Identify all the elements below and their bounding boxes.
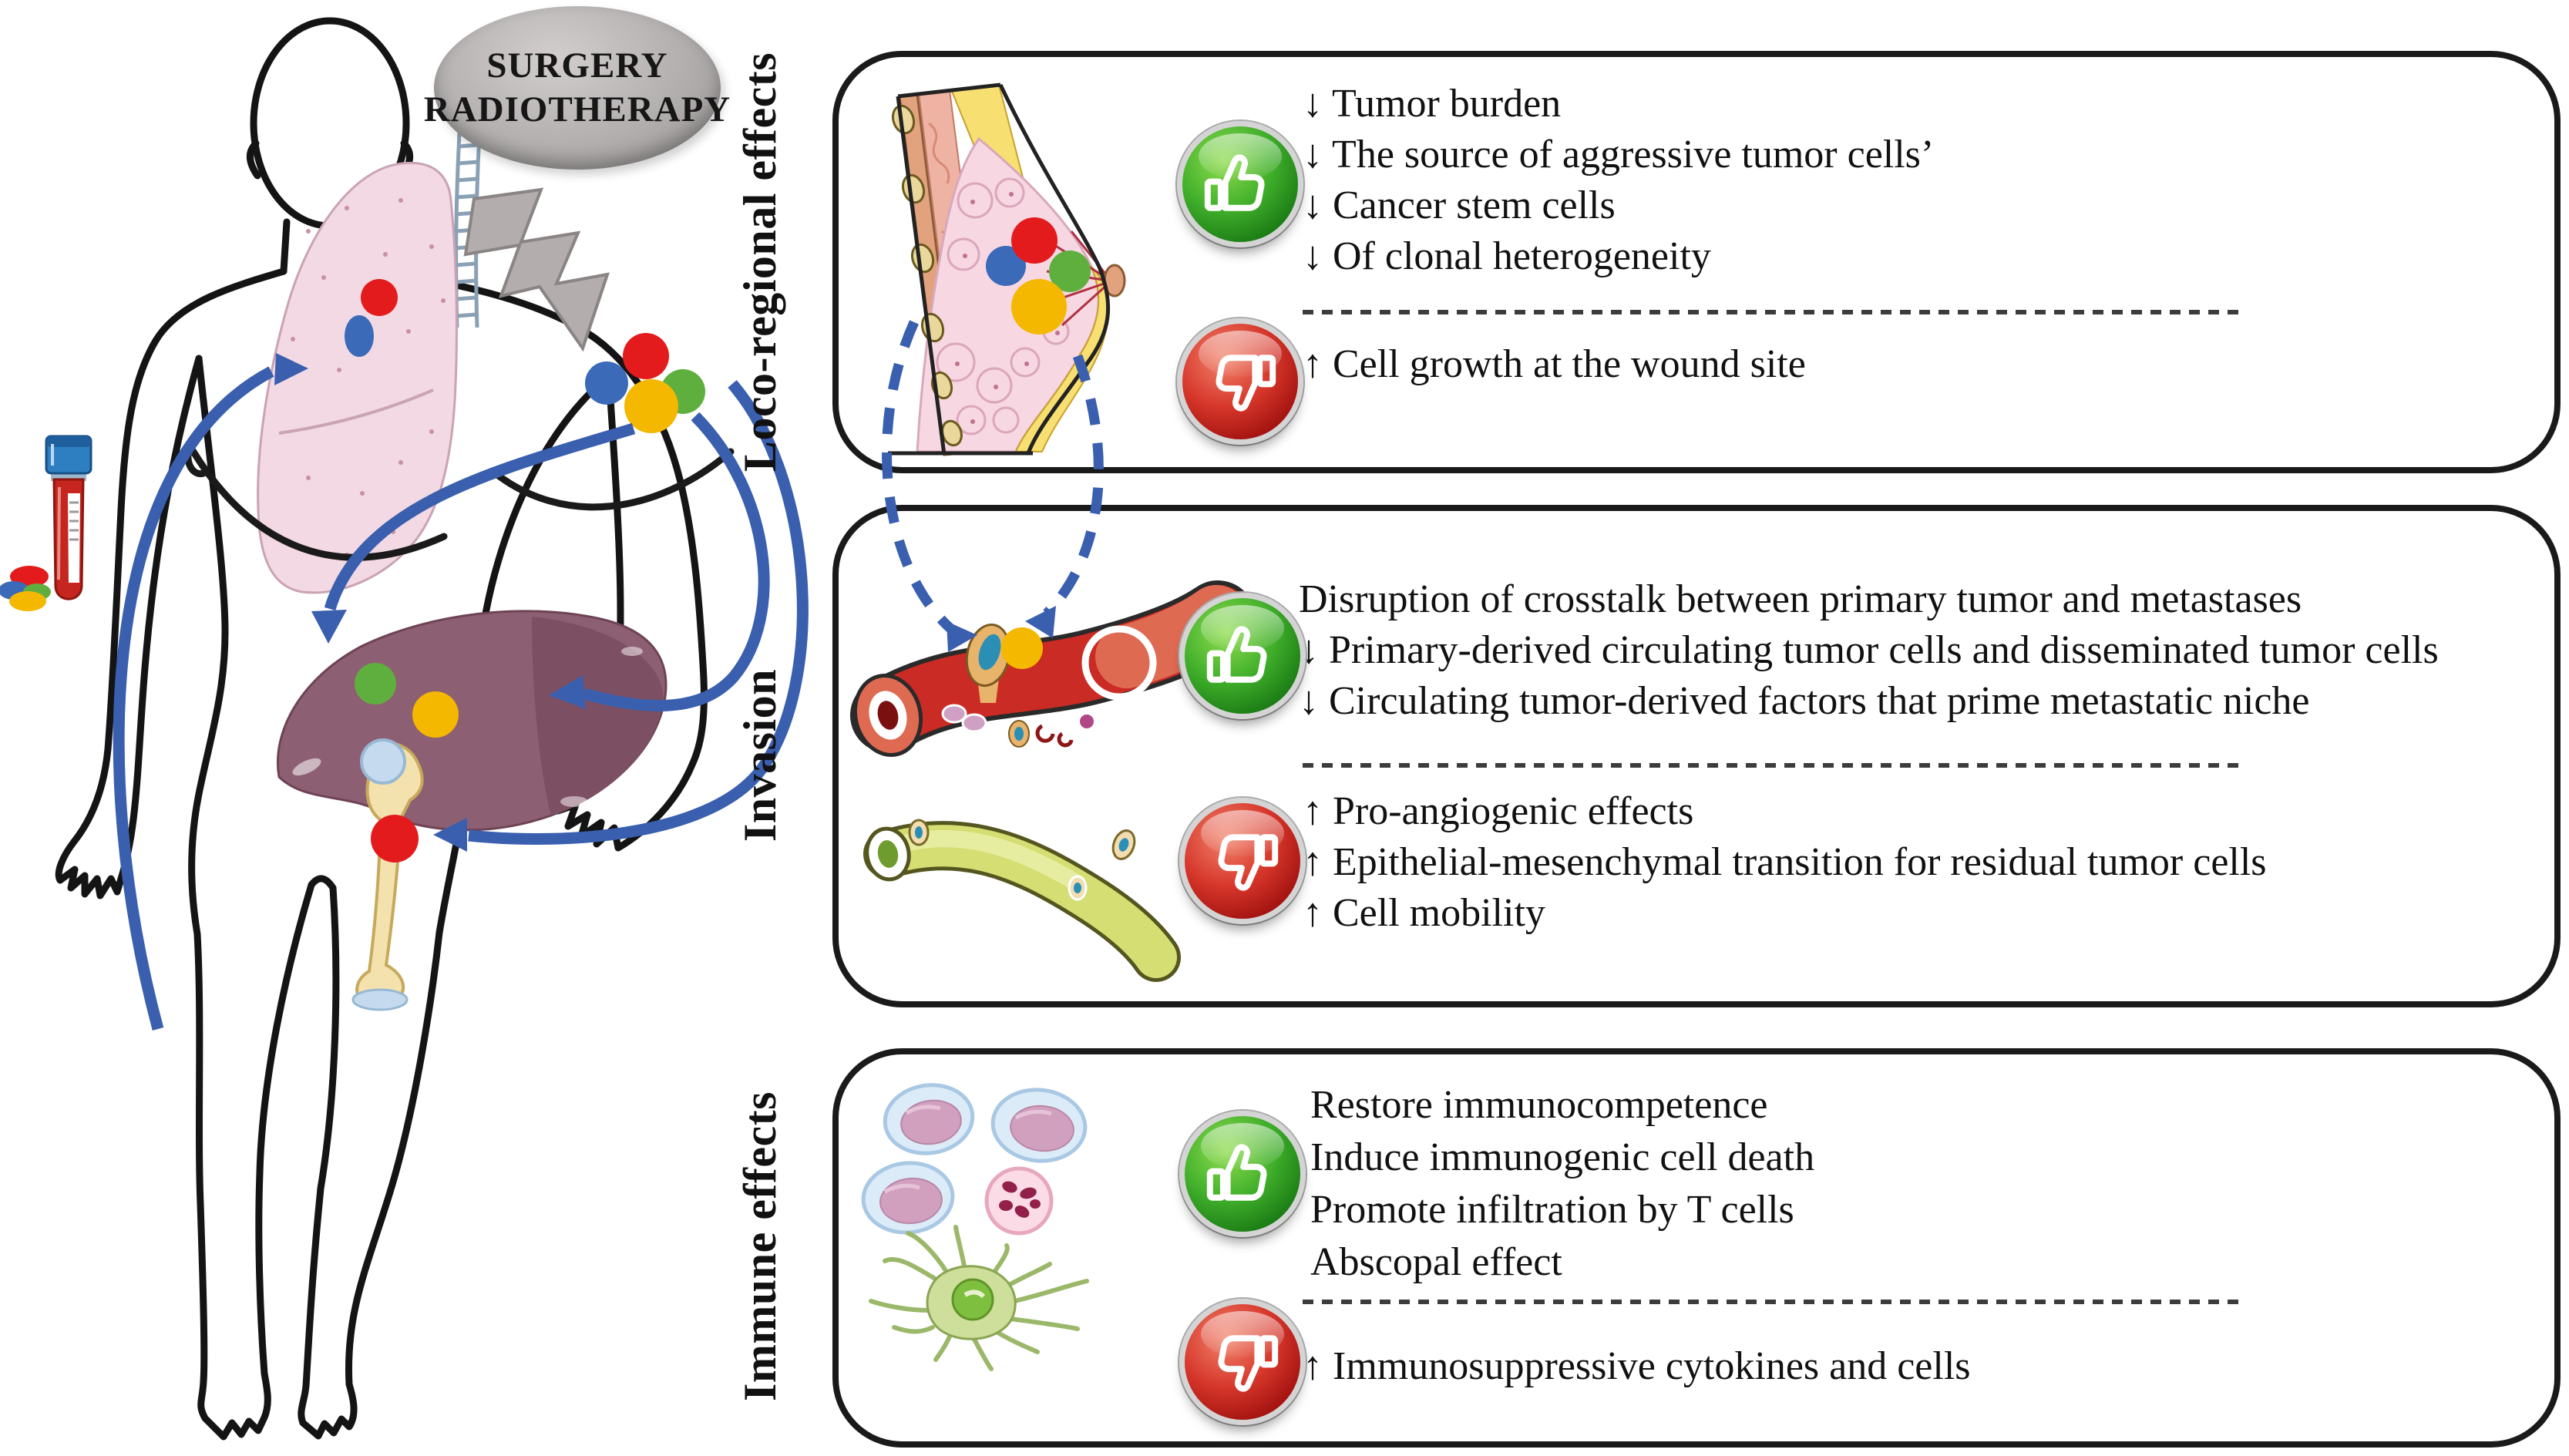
lung-metastasis-red: [361, 279, 398, 316]
separator-dashed: [1303, 763, 2247, 768]
list-item: ↑ Cell growth at the wound site: [1303, 342, 1806, 386]
circulating-tumor-cells: [0, 566, 51, 611]
immune-positive-list: Restore immunocompetence Induce immunoge…: [1310, 1079, 1814, 1289]
immune-negative-list: ↑ Immunosuppressive cytokines and cells: [1303, 1341, 1971, 1392]
list-item: Induce immunogenic cell death: [1310, 1135, 1815, 1179]
list-item: Promote infiltration by T cells: [1310, 1188, 1794, 1232]
metastasis-arrows: [113, 366, 809, 1031]
list-item: ↑ Cell mobility: [1303, 891, 1545, 935]
list-item: ↓ Tumor burden: [1303, 82, 1562, 126]
thumbs-down-icon: [1177, 318, 1303, 445]
list-item: ↑ Pro-angiogenic effects: [1303, 789, 1694, 833]
lung: [257, 161, 458, 594]
treatment-badge-line2: RADIOTHERAPY: [423, 89, 731, 129]
liver-metastasis-green: [355, 663, 396, 704]
liver-metastasis-yellow: [412, 691, 459, 738]
gloss-highlight: [1201, 605, 1284, 651]
lightning-bolt-icon: [463, 187, 610, 352]
metastasis-arrowheads: [274, 353, 586, 852]
list-item: ↓ Of clonal heterogeneity: [1303, 234, 1711, 278]
separator-dashed: [1303, 1300, 2247, 1304]
trachea: [454, 132, 482, 328]
blood-tube-icon: [45, 435, 92, 600]
gloss-highlight: [1199, 331, 1282, 377]
invasion-negative-list: ↑ Pro-angiogenic effects ↑ Epithelial-me…: [1303, 786, 2267, 939]
thumbs-up-icon: [1179, 593, 1306, 719]
list-item: ↓ Primary-derived circulating tumor cell…: [1299, 628, 2439, 672]
gloss-highlight: [1199, 133, 1282, 180]
gloss-highlight: [1201, 1311, 1284, 1357]
primary-tumor-cluster: [585, 333, 705, 433]
loco-regional-negative-list: ↑ Cell growth at the wound site: [1303, 339, 1806, 390]
thumbs-up-icon: [1177, 121, 1303, 247]
list-item: Restore immunocompetence: [1310, 1083, 1768, 1127]
list-item: Abscopal effect: [1310, 1240, 1562, 1284]
thumbs-down-icon: [1179, 1299, 1306, 1425]
gloss-highlight: [1201, 1123, 1284, 1169]
panel-immune: [832, 1048, 2561, 1448]
separator-dashed: [1303, 310, 2247, 314]
lung-metastasis-blue: [345, 315, 374, 357]
bone-metastasis-red: [371, 815, 419, 863]
thumbs-down-icon: [1179, 798, 1306, 924]
invasion-positive-list: Disruption of crosstalk between primary …: [1299, 574, 2439, 727]
human-body-outline: [55, 17, 708, 1441]
treatment-badge: SURGERY RADIOTHERAPY: [424, 6, 730, 170]
treatment-badge-line1: SURGERY: [486, 45, 668, 86]
liver: [276, 610, 667, 832]
panel-label-immune: Immune effects: [735, 1091, 785, 1401]
chest-contours: [184, 442, 735, 561]
list-item: ↓ Circulating tumor-derived factors that…: [1299, 679, 2310, 723]
list-item: ↑ Epithelial-mesenchymal transition for …: [1303, 840, 2267, 884]
gloss-highlight: [1201, 810, 1284, 856]
femur-bone: [351, 738, 424, 1011]
list-item: ↑ Immunosuppressive cytokines and cells: [1303, 1344, 1971, 1388]
list-item: ↓ The source of aggressive tumor cells’: [1303, 133, 1935, 177]
loco-regional-positive-list: ↓ Tumor burden ↓ The source of aggressiv…: [1303, 79, 1934, 282]
panel-loco-regional: [832, 51, 2561, 473]
list-item: ↓ Cancer stem cells: [1303, 183, 1616, 227]
thumbs-up-icon: [1179, 1111, 1306, 1237]
list-item: Disruption of crosstalk between primary …: [1299, 577, 2302, 621]
